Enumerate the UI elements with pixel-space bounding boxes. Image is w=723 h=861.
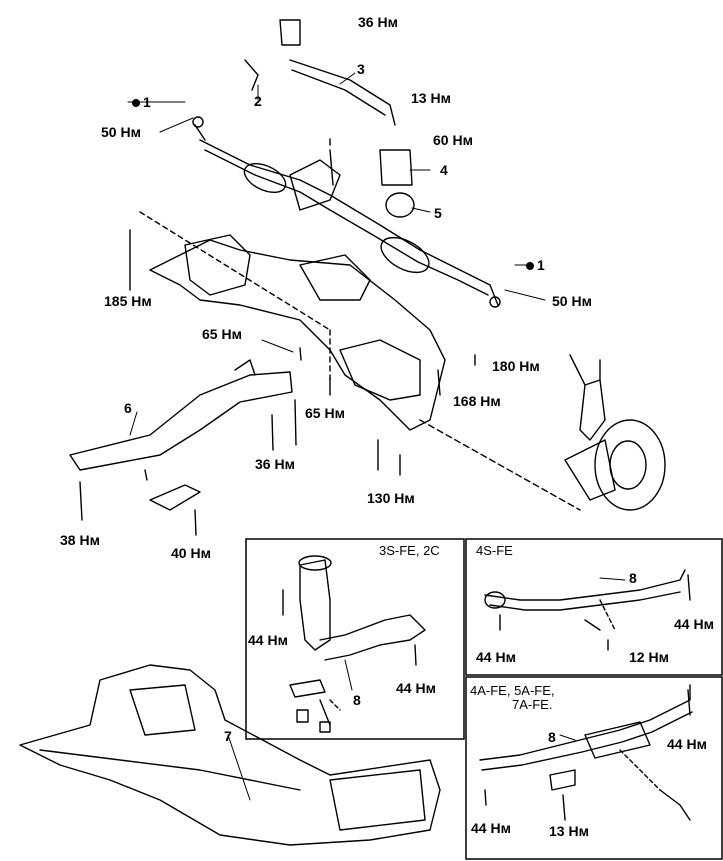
torque-label-185: 185 Нм bbox=[104, 293, 152, 309]
inset-title-4a-fe-line2: 7A-FE. bbox=[512, 697, 553, 712]
callout-4: 4 bbox=[440, 162, 448, 178]
torque-label-38: 38 Нм bbox=[60, 532, 100, 548]
knuckle-hub-drawing bbox=[419, 354, 666, 511]
torque-label-44-3s-right: 44 Нм bbox=[396, 680, 436, 696]
torque-label-50-right: 50 Нм bbox=[552, 293, 592, 309]
inset-box-4s-fe bbox=[465, 538, 723, 676]
callout-6: 6 bbox=[124, 400, 132, 416]
torque-label-13-bottom: 13 Нм bbox=[549, 823, 589, 839]
callout-bullet-icon bbox=[132, 99, 140, 108]
steering-rack-drawing bbox=[192, 19, 501, 308]
torque-label-65-b: 65 Нм bbox=[305, 405, 345, 421]
inset-title-3s-fe-2c: 3S-FE, 2C bbox=[379, 543, 440, 558]
exhaust-3s-fe-drawing bbox=[282, 555, 426, 733]
callout-8-4a: 8 bbox=[548, 729, 556, 745]
member-6-drawing bbox=[69, 359, 293, 471]
small-parts-drawing bbox=[79, 347, 476, 536]
torque-label-36-top: 36 Нм bbox=[358, 14, 398, 30]
torque-label-44-4s-left: 44 Нм bbox=[476, 649, 516, 665]
torque-label-44-4s-right: 44 Нм bbox=[674, 616, 714, 632]
callout-7: 7 bbox=[224, 728, 232, 744]
callout-8-4s: 8 bbox=[629, 570, 637, 586]
torque-label-36-mid: 36 Нм bbox=[255, 456, 295, 472]
exhaust-4s-fe-drawing bbox=[484, 569, 691, 651]
torque-label-44-4a-right: 44 Нм bbox=[667, 736, 707, 752]
torque-label-50-left: 50 Нм bbox=[101, 124, 141, 140]
inset-title-4a-fe-line1: 4A-FE, 5A-FE, bbox=[470, 683, 555, 698]
torque-label-65-a: 65 Нм bbox=[202, 326, 242, 342]
callout-3: 3 bbox=[357, 61, 365, 77]
exhaust-4a-fe-drawing bbox=[479, 684, 693, 821]
torque-label-60: 60 Нм bbox=[433, 132, 473, 148]
callout-1-right: 1 bbox=[526, 257, 545, 273]
torque-label-130: 130 Нм bbox=[367, 490, 415, 506]
callout-2: 2 bbox=[254, 93, 262, 109]
torque-label-40: 40 Нм bbox=[171, 545, 211, 561]
torque-label-168: 168 Нм bbox=[453, 393, 501, 409]
inset-box-4a-5a-7a-fe bbox=[465, 676, 723, 860]
callout-8-3s: 8 bbox=[353, 692, 361, 708]
inset-title-4s-fe: 4S-FE bbox=[476, 543, 513, 558]
inset-box-3s-fe-2c bbox=[245, 538, 465, 740]
crossmember-drawing bbox=[129, 211, 446, 431]
torque-label-13: 13 Нм bbox=[411, 90, 451, 106]
torque-label-44-4a-left: 44 Нм bbox=[471, 820, 511, 836]
callout-bullet-icon bbox=[526, 262, 534, 271]
callout-5: 5 bbox=[434, 205, 442, 221]
splash-shield-7-drawing bbox=[19, 664, 441, 846]
torque-label-44-3s-left: 44 Нм bbox=[248, 632, 288, 648]
torque-label-180: 180 Нм bbox=[492, 358, 540, 374]
callout-1-left: 1 bbox=[132, 94, 151, 110]
torque-label-12: 12 Нм bbox=[629, 649, 669, 665]
